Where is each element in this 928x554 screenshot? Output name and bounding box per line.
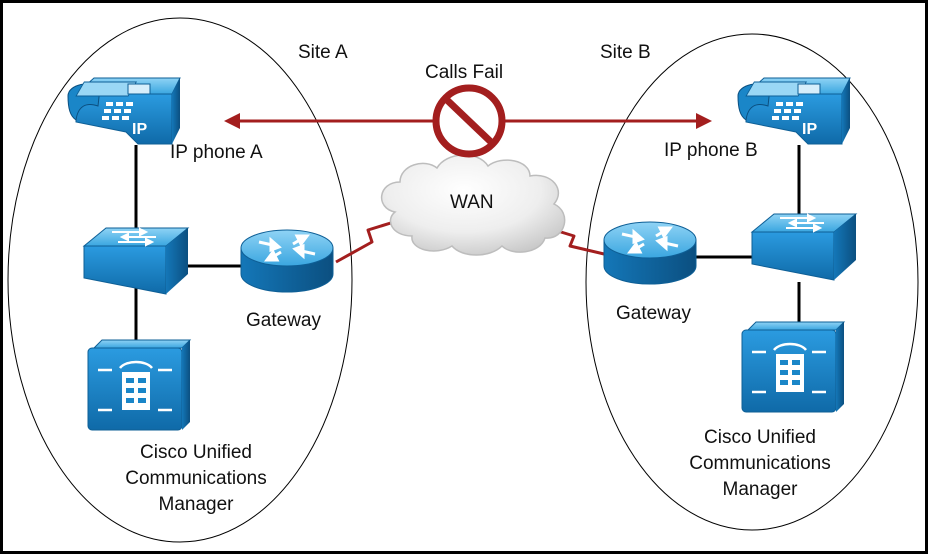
cloud-icon	[380, 154, 566, 256]
cucm-a-call-manager-icon	[87, 339, 192, 431]
cucm-b-label-line-1: Cisco Unified	[704, 427, 816, 448]
calls-fail-arrowhead-left	[224, 113, 240, 129]
serial-link-a	[335, 220, 395, 264]
cucm-a-label: Cisco Unified Communications Manager	[96, 440, 296, 518]
site-a-label: Site A	[298, 42, 348, 63]
cucm-b-label-line-2: Communications	[689, 453, 831, 474]
ip-badge-b: IP	[802, 121, 817, 138]
cucm-a-label-line-3: Manager	[158, 494, 234, 515]
calls-fail-arrowhead-right	[696, 113, 712, 129]
cucm-b-label-line-3: Manager	[722, 479, 798, 500]
site-a-boundary	[7, 17, 353, 543]
site-b-label: Site B	[600, 42, 651, 63]
ip-phone-b-icon: IP	[737, 77, 851, 145]
switch-a-icon	[82, 227, 190, 295]
calls-fail-label: Calls Fail	[425, 62, 504, 83]
prohibited-icon	[432, 84, 506, 158]
gateway-b-router-icon	[603, 221, 697, 285]
ip-badge-a: IP	[132, 121, 147, 138]
gateway-a-label: Gateway	[246, 310, 321, 331]
switch-b-icon	[750, 213, 858, 281]
gateway-b-label: Gateway	[616, 303, 691, 324]
ip-phone-b-label: IP phone B	[664, 140, 758, 161]
site-b-boundary	[585, 33, 919, 531]
gateway-a-router-icon	[240, 229, 334, 293]
cucm-a-label-line-2: Communications	[125, 468, 267, 489]
ip-phone-a-label: IP phone A	[170, 142, 263, 163]
wan-label: WAN	[450, 192, 494, 213]
cucm-b-call-manager-icon	[741, 321, 846, 413]
cucm-b-label: Cisco Unified Communications Manager	[660, 425, 860, 503]
cucm-a-label-line-1: Cisco Unified	[140, 442, 252, 463]
ip-phone-a-icon: IP	[67, 77, 181, 145]
